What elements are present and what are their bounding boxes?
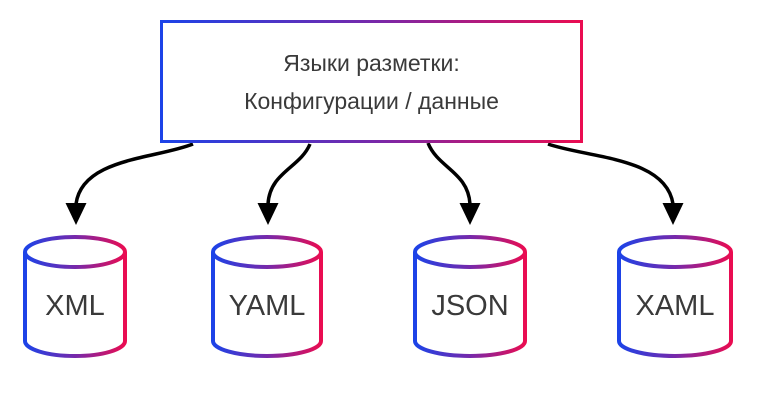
arrowhead-xml-icon — [65, 203, 87, 225]
edge-line-yaml — [266, 143, 312, 205]
arrowhead-json-icon — [459, 203, 481, 225]
edge-to-yaml — [257, 143, 312, 225]
cylinder-xml-body — [23, 252, 127, 358]
root-box-line2: Конфигурации / данные — [244, 87, 499, 114]
cylinder-yaml-top — [211, 235, 323, 269]
node-label-json: JSON — [431, 290, 509, 322]
node-yaml-cylinder — [211, 235, 323, 358]
arrowhead-xaml-icon — [662, 203, 684, 225]
cylinder-xaml-top — [617, 235, 733, 269]
node-xml-cylinder — [23, 235, 127, 358]
node-json-cylinder — [413, 235, 527, 358]
edge-line-json — [426, 142, 472, 205]
edge-line-xaml — [547, 142, 675, 205]
cylinder-json-top — [413, 235, 527, 269]
node-label-yaml: YAML — [228, 290, 306, 322]
cylinder-xaml-body — [617, 252, 733, 358]
edge-to-xml — [65, 142, 194, 225]
node-label-xml: XML — [45, 290, 105, 322]
root-box-line1: Языки разметки: — [283, 49, 460, 76]
root-box: Языки разметки: Конфигурации / данные — [160, 20, 583, 143]
node-xaml-cylinder — [617, 235, 733, 358]
arrowhead-yaml-icon — [257, 203, 279, 225]
cylinder-json-body — [413, 252, 527, 358]
cylinder-yaml-body — [211, 252, 323, 358]
edge-line-xml — [74, 142, 194, 205]
edge-to-xaml — [547, 142, 684, 225]
cylinder-xml-top — [23, 235, 127, 269]
node-label-xaml: XAML — [635, 290, 715, 322]
edge-to-json — [426, 142, 481, 225]
